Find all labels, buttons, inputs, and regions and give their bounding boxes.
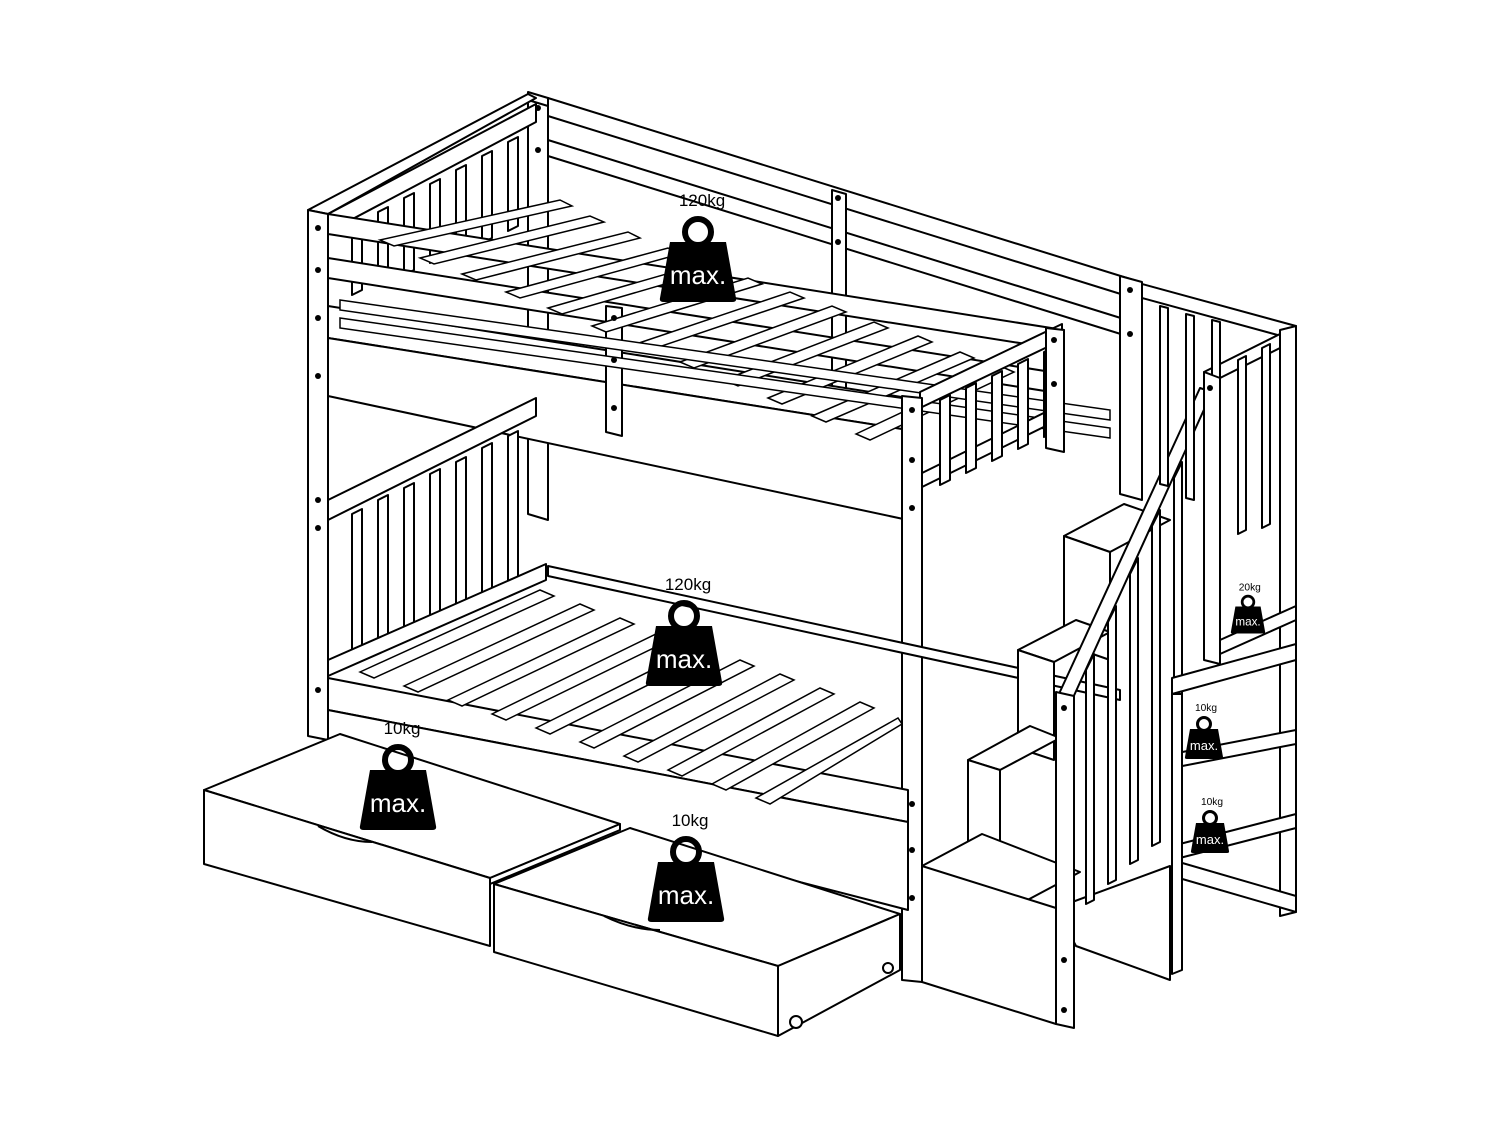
shelf-left-side [1171, 693, 1183, 975]
drawer-right-side [777, 913, 901, 1037]
weight-body [1190, 823, 1230, 853]
weight-icon-shelf-top: 20kg max. [1230, 582, 1266, 634]
weight-body [359, 770, 437, 830]
weight-body [1184, 729, 1224, 759]
weight-capacity-label: 120kg [679, 191, 725, 210]
weight-max-label: max. [370, 788, 426, 818]
drawer-left-handle [317, 825, 373, 843]
drawer-wheel [882, 962, 894, 974]
lower-headboard-bottom-rail [327, 563, 547, 677]
weight-capacity-label: 120kg [665, 575, 711, 594]
weight-max-label: max. [670, 260, 726, 290]
weight-icon-top-bed: 120kg max. [659, 191, 737, 302]
weight-max-label: max. [1190, 738, 1218, 753]
weight-icon-shelf-bottom: 10kg max. [1190, 797, 1230, 853]
upper-footboard-right-post [1045, 327, 1065, 453]
weight-icon-drawer-left: 10kg max. [359, 719, 437, 830]
tower-front-post [1203, 371, 1221, 665]
weight-labels: 120kg max. 120kg max. 10kg max. 10kg max. 20kg ma… [359, 191, 1266, 922]
drawer-wheel [789, 1015, 803, 1029]
shelf-upper-board [1171, 643, 1297, 695]
weight-body [647, 862, 725, 922]
weight-body [659, 242, 737, 302]
shelf-base [1171, 859, 1297, 913]
weight-capacity-label: 10kg [672, 811, 709, 830]
weight-capacity-label: 10kg [1195, 703, 1217, 714]
upper-headboard-top-rail [307, 93, 537, 215]
weight-max-label: max. [1196, 832, 1224, 847]
lower-back-rail [547, 565, 1121, 701]
weight-ring [1196, 716, 1212, 732]
stair-newel-post [1055, 691, 1075, 1029]
weight-icon-drawer-right: 10kg max. [647, 811, 725, 922]
weight-capacity-label: 10kg [384, 719, 421, 738]
screw-holes [315, 105, 1213, 1013]
bed-frame [307, 91, 1141, 983]
weight-icon-bottom-bed: 120kg max. [645, 575, 723, 686]
shelf-bottom [1171, 813, 1297, 861]
lower-headboard-top-rail [327, 397, 537, 521]
weight-max-label: max. [1235, 615, 1260, 628]
weight-ring [1240, 594, 1256, 610]
weight-capacity-label: 20kg [1239, 582, 1261, 593]
staircase [921, 275, 1297, 1029]
weight-ring [682, 216, 714, 248]
weight-body [645, 626, 723, 686]
tower-back-post [1119, 275, 1143, 501]
weight-icon-shelf-middle: 10kg max. [1184, 703, 1224, 759]
weight-ring [1202, 810, 1218, 826]
front-left-post [307, 209, 329, 741]
drawer-left-front [203, 789, 491, 947]
weight-body [1230, 606, 1266, 634]
drawer-left-side [489, 823, 621, 885]
weight-max-label: max. [656, 644, 712, 674]
weight-max-label: max. [658, 880, 714, 910]
lower-headboard-slats [351, 430, 519, 656]
weight-ring [668, 600, 700, 632]
drawer-right-handle [603, 915, 661, 931]
weight-capacity-label: 10kg [1201, 797, 1223, 808]
